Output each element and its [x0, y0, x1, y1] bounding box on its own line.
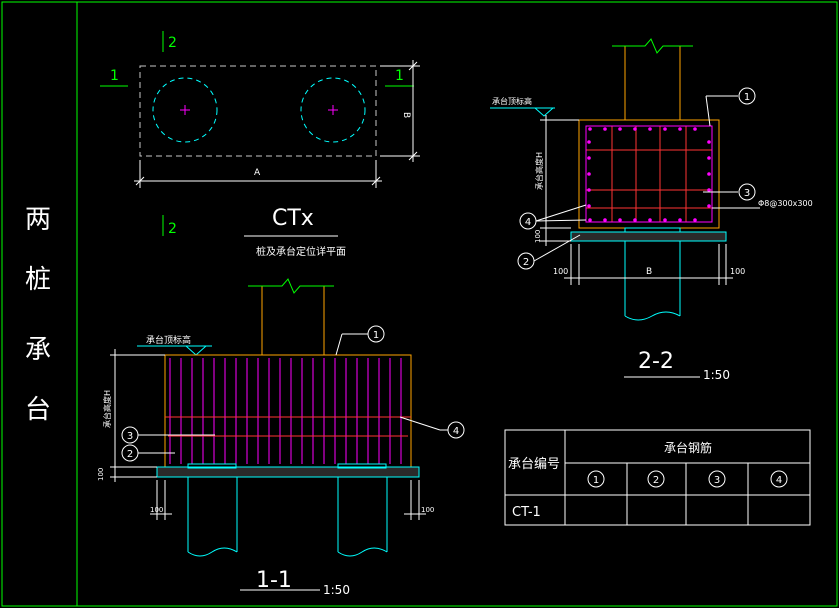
blinding-layer — [156, 466, 420, 478]
rebar-dot — [618, 218, 622, 222]
table-subheader: 2 — [653, 475, 659, 486]
callout-4: 4 — [525, 217, 531, 228]
rebar-dot — [587, 172, 591, 176]
section-title-2-2: 2-2 — [638, 349, 674, 374]
dim-b-label: B — [401, 112, 411, 118]
cap-name: CTx — [272, 206, 314, 231]
pile-circle — [152, 77, 218, 143]
rebar-dot — [618, 127, 622, 131]
side-title: 两 桩 承 台 — [25, 205, 51, 425]
rebar-dot — [588, 127, 592, 131]
break-line — [612, 38, 693, 54]
dim-b-label: B — [646, 267, 652, 277]
section-mark-2-bottom: 2 — [168, 221, 177, 237]
plan-view: 1 1 2 2 A B CTx 桩及承台定位详平面 — [100, 31, 420, 258]
rebar-dot — [588, 218, 592, 222]
dim-100-vert: 100 — [534, 230, 542, 243]
dim-100-left: 100 — [553, 267, 568, 276]
callout-2: 2 — [523, 257, 529, 268]
section-mark-2-top: 2 — [168, 35, 177, 51]
rebar-dot — [633, 218, 637, 222]
table-subheader: 1 — [593, 475, 599, 486]
section-2-2: 承台顶标高 承台高度H 10 — [490, 38, 813, 382]
rebar-dot — [603, 218, 607, 222]
callout-1: 1 — [744, 92, 750, 103]
rebar-dot — [648, 218, 652, 222]
rebar-dot — [648, 127, 652, 131]
top-elevation-label: 承台顶标高 — [146, 334, 191, 346]
blinding-layer — [570, 231, 727, 242]
rebar-dot — [707, 156, 711, 160]
side-title-char: 两 — [25, 205, 51, 235]
rebar-dot — [603, 127, 607, 131]
rebar-dot — [707, 172, 711, 176]
rebar-table: 承台编号 承台钢筋 1 2 3 4 CT-1 — [504, 429, 811, 526]
callout-4: 4 — [453, 426, 459, 437]
rebar-dot — [587, 188, 591, 192]
rebar-dot — [707, 188, 711, 192]
cap-outline — [164, 354, 412, 468]
section-mark-1-right: 1 — [395, 68, 404, 84]
table-subheader: 3 — [714, 475, 720, 486]
stirrup-note: Φ8@300x300 — [758, 199, 813, 208]
rebar-dot — [707, 140, 711, 144]
break-line — [248, 278, 334, 294]
dim-a-label: A — [254, 168, 261, 178]
section-mark-1-left: 1 — [110, 68, 119, 84]
rebar-dot — [693, 127, 697, 131]
dim-100-vert: 100 — [97, 468, 105, 481]
rebar-dot — [707, 204, 711, 208]
elevation-symbol — [490, 107, 555, 117]
cap-height-label: 承台高度H — [102, 390, 112, 428]
section-scale-1-1: 1:50 — [323, 583, 350, 597]
plan-caption: 桩及承台定位详平面 — [256, 245, 346, 258]
table-header-group: 承台钢筋 — [664, 440, 712, 455]
callout-1: 1 — [373, 330, 379, 341]
rebar-dot — [587, 156, 591, 160]
dim-100-right: 100 — [730, 267, 745, 276]
rebar-dot — [663, 218, 667, 222]
table-header-id: 承台编号 — [508, 457, 560, 472]
elevation-symbol — [137, 345, 212, 356]
rebar-dot — [678, 218, 682, 222]
callout-2: 2 — [127, 449, 133, 460]
rebar-dot — [587, 140, 591, 144]
dim-100-left: 100 — [150, 506, 163, 514]
side-title-char: 桩 — [25, 265, 51, 295]
section-1-1: 承台顶标高 承台高度H 100 — [97, 278, 465, 597]
rebar-dot — [663, 127, 667, 131]
cap-height-label: 承台高度H — [534, 152, 544, 190]
cap-outline-dashed — [139, 65, 377, 157]
section-title-1-1: 1-1 — [256, 568, 292, 593]
rebar-dot — [693, 218, 697, 222]
table-row-id: CT-1 — [512, 505, 541, 520]
rebar-dot — [587, 204, 591, 208]
callout-3: 3 — [127, 431, 133, 442]
cap-outline — [578, 119, 720, 229]
rebar-dot — [678, 127, 682, 131]
callout-3: 3 — [744, 188, 750, 199]
top-elevation-label: 承台顶标高 — [492, 96, 532, 106]
side-title-char: 承 — [25, 335, 51, 365]
pile-circle — [300, 77, 366, 143]
rebar-dot — [633, 127, 637, 131]
dim-100-right: 100 — [421, 506, 434, 514]
table-subheader: 4 — [776, 475, 782, 486]
section-scale-2-2: 1:50 — [703, 368, 730, 382]
side-title-char: 台 — [25, 395, 51, 425]
